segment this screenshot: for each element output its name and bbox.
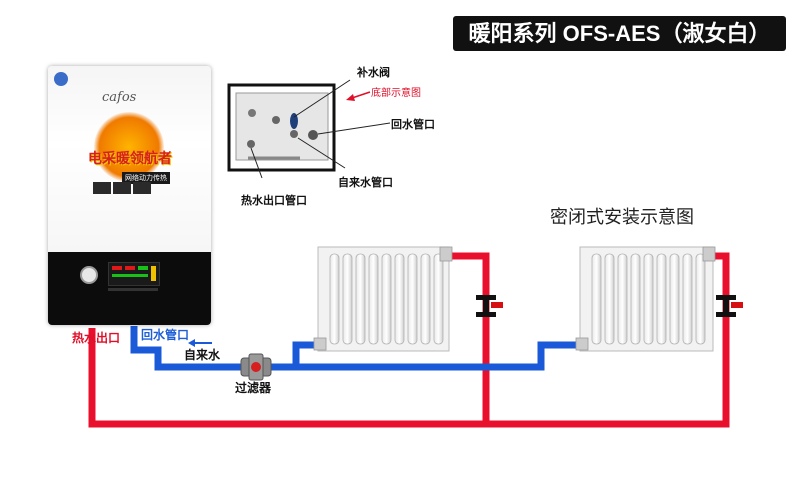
cold-pipe-main (130, 326, 580, 371)
refill-valve-label: 补水阀 (357, 66, 390, 79)
page-title: 暖阳系列 OFS-AES（淑女白） (453, 16, 786, 51)
cold-pipe-branch (292, 341, 318, 367)
hot-outlet-label: 热水出口 (72, 331, 121, 345)
button-row (108, 288, 158, 291)
return-pipe-label: 回水管口 (391, 118, 435, 131)
diagram-label: 密闭式安装示意图 (550, 207, 694, 228)
bottom-view-arrow (346, 91, 371, 101)
return-inlet-label: 回水管口 (141, 328, 190, 342)
inset-leader-lines (250, 79, 391, 179)
boiler-unit: cafos 电采暖领航者 网络动力传热 (48, 66, 211, 325)
flame-graphic-icon (94, 112, 164, 182)
cold-water-pipes (130, 326, 580, 371)
feature-icon (133, 182, 151, 194)
pressure-gauge-icon (80, 266, 98, 284)
filter-label: 过滤器 (235, 381, 272, 395)
valve-icon (476, 295, 503, 317)
bottom-view-inset (227, 83, 336, 172)
valve-icon (716, 295, 743, 317)
hot-outlet-pipe-label: 热水出口管口 (241, 194, 307, 207)
brand-badge-icon (54, 72, 68, 86)
filter-icon (240, 353, 272, 381)
boiler-slogan: 电采暖领航者 (88, 151, 172, 167)
tap-water-pipe-label: 自来水管口 (338, 176, 393, 189)
feature-icon (93, 182, 111, 194)
tap-water-label: 自来水 (184, 348, 221, 362)
feature-icon (113, 182, 131, 194)
hot-pipe-branch (449, 252, 490, 424)
boiler-slogan-sub: 网络动力传热 (122, 172, 170, 184)
display-screen (108, 262, 160, 286)
radiator-left (313, 246, 453, 352)
control-panel (48, 252, 211, 325)
bottom-view-label: 底部示意图 (371, 88, 421, 99)
tap-water-arrow (188, 339, 212, 347)
brand-logo: cafos (102, 90, 137, 105)
radiator-right (575, 246, 716, 352)
hot-pipe-main (88, 252, 730, 428)
